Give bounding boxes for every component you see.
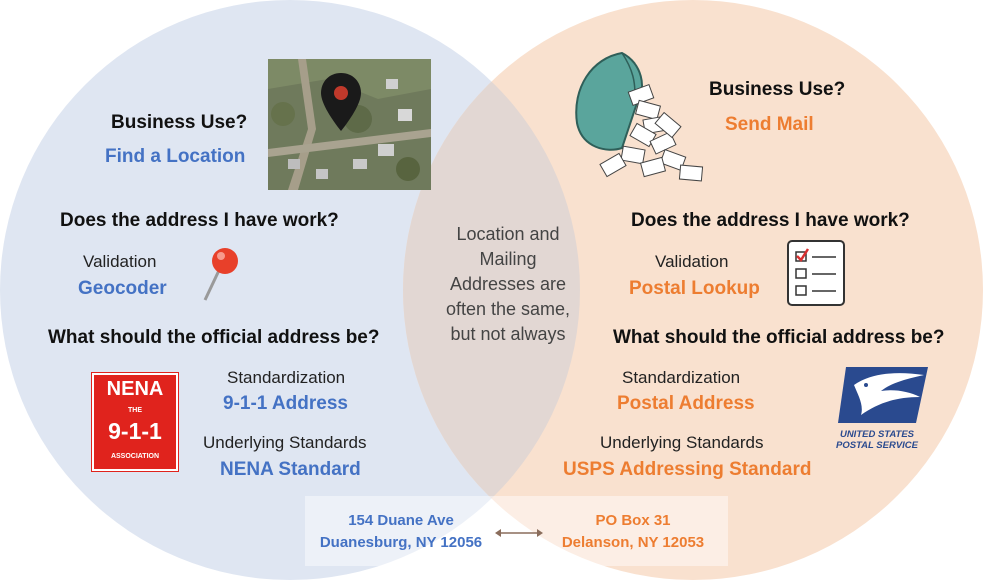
nena-logo-association: ASSOCIATION: [110, 453, 160, 460]
mailing-address-line1: PO Box 31: [595, 512, 671, 529]
left-business-use-label: Business Use?: [111, 112, 248, 133]
overlap-text: Location and Mailing Addresses are often…: [445, 224, 571, 344]
address-example-box: [305, 496, 728, 566]
checklist-icon: [787, 240, 845, 306]
mailing-circle: [403, 0, 983, 580]
mailing-address-line2: Delanson, NY 12053: [561, 534, 705, 551]
left-business-use-value: Find a Location: [105, 146, 246, 167]
nena-logo-name: NENA: [106, 378, 164, 400]
left-validation-value: Geocoder: [78, 278, 167, 299]
right-business-use-value: Send Mail: [725, 114, 814, 135]
location-address-line1: 154 Duane Ave: [348, 512, 454, 529]
right-underlying-label: Underlying Standards: [600, 433, 764, 452]
left-standardization-value: 9-1-1 Address: [223, 393, 348, 414]
usps-logo-line2: POSTAL SERVICE: [836, 440, 918, 451]
left-underlying-value: NENA Standard: [220, 459, 361, 480]
usps-eagle-logo: [838, 367, 928, 423]
usps-logo-line1: UNITED STATES: [839, 429, 915, 440]
location-address: 154 Duane Ave Duanesburg, NY 12056: [311, 510, 491, 554]
left-standardization-label: Standardization: [227, 368, 346, 387]
right-work-question: Does the address I have work?: [631, 210, 910, 231]
location-address-line2: Duanesburg, NY 12056: [319, 534, 483, 551]
right-business-use-label: Business Use?: [709, 79, 846, 100]
left-work-question: Does the address I have work?: [60, 210, 339, 231]
nena-logo-the: THE: [128, 407, 142, 414]
left-underlying-label: Underlying Standards: [203, 433, 367, 452]
map-pin-icon: [203, 248, 238, 301]
usps-logo-text: UNITED STATES POSTAL SERVICE: [825, 429, 929, 451]
right-validation-value: Postal Lookup: [629, 278, 760, 299]
right-standardization-value: Postal Address: [617, 393, 755, 414]
mailing-address: PO Box 31 Delanson, NY 12053: [548, 510, 718, 554]
right-standardization-label: Standardization: [622, 368, 741, 387]
right-underlying-value: USPS Addressing Standard: [563, 459, 812, 480]
nena-logo: NENA THE 9-1-1 ASSOCIATION: [92, 373, 178, 471]
double-arrow-icon: [495, 529, 543, 537]
left-official-question: What should the official address be?: [48, 327, 380, 348]
right-official-question: What should the official address be?: [613, 327, 945, 348]
mail-bag-icon: [575, 51, 704, 182]
left-validation-label: Validation: [83, 252, 157, 271]
nena-logo-number: 9-1-1: [108, 418, 162, 444]
right-validation-label: Validation: [655, 252, 729, 271]
map-photo-icon: [268, 59, 431, 190]
